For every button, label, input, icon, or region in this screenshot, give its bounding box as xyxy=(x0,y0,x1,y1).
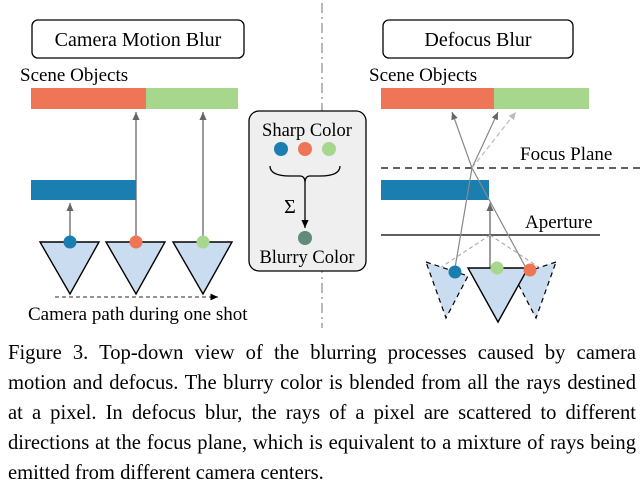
pixel-dot-blue-right xyxy=(448,265,462,279)
blurry-dot xyxy=(298,231,312,245)
sharp-dot-blue xyxy=(274,142,288,156)
camera-motion-panel: Camera Motion Blur Scene Objects Camera … xyxy=(20,19,248,325)
pixel-dot-blue-left xyxy=(63,235,77,249)
sharp-dot-orange xyxy=(298,142,312,156)
pixel-dot-orange-right xyxy=(523,263,537,277)
scene-object-orange-right xyxy=(381,88,494,109)
figure-diagram: Camera Motion Blur Scene Objects Camera … xyxy=(20,3,640,328)
ray-defocus-gray-1 xyxy=(471,111,499,169)
caption-text: Top-down view of the blurring processes … xyxy=(8,342,636,484)
ray-defocus-light xyxy=(471,111,517,169)
pixel-dot-green-right xyxy=(490,261,504,275)
scene-objects-label-left: Scene Objects xyxy=(20,65,128,86)
figure-caption: Figure 3. Top-down view of the blurring … xyxy=(8,338,636,488)
ray-cross-2 xyxy=(471,167,527,269)
sharp-dot-green xyxy=(322,142,336,156)
defocus-title-box xyxy=(382,19,574,59)
ray-cross-1 xyxy=(454,167,473,269)
camera-main-right xyxy=(466,267,530,324)
caption-label: Figure 3. xyxy=(8,342,89,364)
scene-object-green-right xyxy=(494,88,589,109)
pixel-dot-green-left xyxy=(196,235,210,249)
camera-path-label: Camera path during one shot xyxy=(28,304,248,325)
occluder-blue-left xyxy=(31,180,136,200)
color-blend-panel: Sharp Color Σ Blurry Color xyxy=(248,110,367,272)
ray-dash-right xyxy=(489,234,541,269)
focus-plane-label: Focus Plane xyxy=(520,144,612,165)
camera-left-1 xyxy=(38,241,101,296)
scene-object-orange-left xyxy=(31,88,146,109)
camera-motion-title: Camera Motion Blur xyxy=(55,29,222,51)
defocus-title: Defocus Blur xyxy=(424,29,532,51)
camera-motion-title-box xyxy=(31,19,245,59)
defocus-panel: Defocus Blur Scene Objects Focus Plane A… xyxy=(369,19,640,324)
scene-object-green-left xyxy=(146,88,238,109)
blurry-color-label: Blurry Color xyxy=(259,248,354,268)
camera-side-left xyxy=(425,261,469,320)
sharp-color-label: Sharp Color xyxy=(262,121,352,141)
camera-left-3 xyxy=(171,241,234,296)
pixel-dot-orange-left xyxy=(129,235,143,249)
occluder-blue-right xyxy=(381,180,489,200)
scene-objects-label-right: Scene Objects xyxy=(369,65,477,86)
aperture-label: Aperture xyxy=(525,212,593,233)
ray-dash-left xyxy=(439,234,491,269)
sum-symbol: Σ xyxy=(284,196,296,218)
ray-defocus-gray-2 xyxy=(451,111,473,169)
camera-left-2 xyxy=(104,241,167,296)
